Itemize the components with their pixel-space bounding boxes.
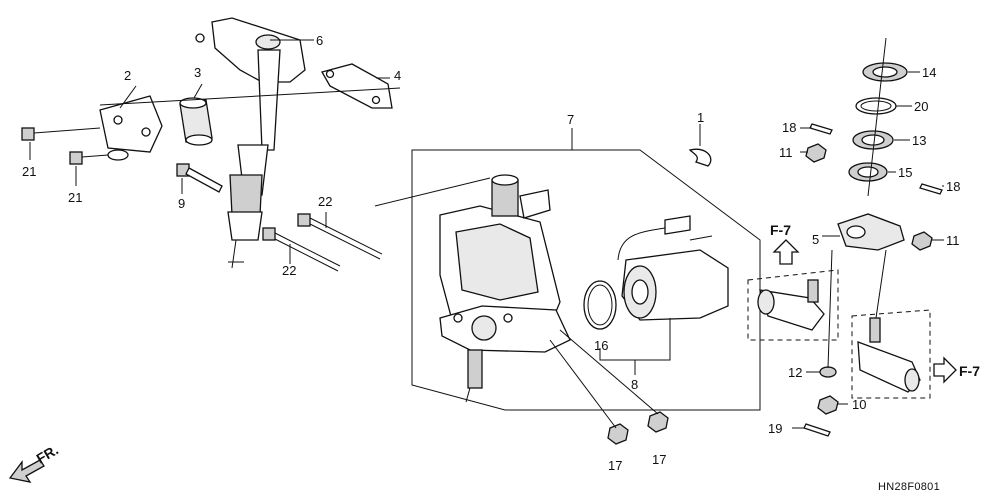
axis-line-17b	[559, 329, 659, 415]
callout-17-left: 17	[608, 458, 622, 473]
ref-label-left: F-7	[770, 222, 791, 238]
long-bolt-part-22-upper	[297, 213, 383, 260]
callout-11-left: 11	[779, 145, 793, 160]
cotter-pin-part-19	[803, 423, 831, 437]
ref-arrow-up	[772, 239, 800, 265]
nut-part-17-left	[607, 423, 629, 445]
axis-line-17a	[549, 339, 617, 429]
washer-part-12	[819, 366, 837, 378]
callout-12: 12	[788, 365, 802, 380]
callout-21-right: 21	[68, 190, 82, 205]
bolt-part-21-upper	[21, 127, 101, 141]
nut-part-10	[817, 395, 839, 415]
assembly-outline-part-7	[411, 149, 761, 411]
bearing-part-14	[862, 62, 908, 82]
shaft-axis-line	[374, 177, 491, 207]
leader-part-8-16	[599, 318, 671, 361]
nut-part-11-left	[805, 143, 827, 163]
callout-1: 1	[697, 110, 704, 125]
clip-part-1	[688, 148, 712, 167]
callout-9: 9	[178, 196, 185, 211]
leader-lines-left	[29, 39, 401, 264]
cotter-pin-part-18-left	[809, 123, 833, 135]
leader-lines-right	[792, 71, 944, 429]
washer	[107, 149, 129, 161]
snap-ring-part-20	[855, 97, 897, 115]
tie-rod-end-right	[851, 309, 931, 399]
callout-22-upper: 22	[318, 194, 332, 209]
axis-line-ball-joint	[827, 249, 833, 369]
callout-21-left: 21	[22, 164, 36, 179]
callout-3: 3	[194, 65, 201, 80]
callout-15: 15	[898, 165, 912, 180]
callout-14: 14	[922, 65, 936, 80]
axis-line-right	[867, 37, 887, 197]
callout-13: 13	[912, 133, 926, 148]
tie-rod-end-left	[747, 269, 839, 341]
pitman-arm-part-5	[837, 213, 905, 251]
bearing-part-15	[848, 162, 888, 182]
callout-4: 4	[394, 68, 401, 83]
callout-19: 19	[768, 421, 782, 436]
cover-plate-part-2	[99, 95, 163, 153]
callout-2: 2	[124, 68, 131, 83]
gearbox-housing	[439, 174, 571, 403]
bolt-part-21-lower	[69, 151, 109, 165]
bolt-part-9	[176, 163, 223, 193]
steering-column-shaft	[195, 17, 306, 269]
long-bolt-part-22-lower	[262, 227, 341, 272]
callout-17-right: 17	[652, 452, 666, 467]
cotter-pin-part-18-right	[919, 183, 943, 195]
callout-22-lower: 22	[282, 263, 296, 278]
callout-18-left: 18	[782, 120, 796, 135]
nut-part-17-right	[647, 411, 669, 433]
callout-10: 10	[852, 397, 866, 412]
callout-20: 20	[914, 99, 928, 114]
o-ring-part-16	[583, 280, 617, 330]
front-direction-arrow	[8, 459, 45, 483]
electric-motor	[617, 215, 729, 321]
callout-11-right: 11	[946, 233, 960, 248]
callout-5: 5	[812, 232, 819, 247]
callout-7: 7	[567, 112, 574, 127]
callout-6: 6	[316, 33, 323, 48]
callout-8: 8	[631, 377, 638, 392]
callout-16: 16	[594, 338, 608, 353]
bracket-part-4	[321, 63, 393, 109]
grommet-part-3	[179, 97, 213, 146]
bearing-part-13	[852, 130, 894, 150]
diagram-code: HN28F0801	[878, 481, 940, 493]
ref-label-right: F-7	[959, 363, 980, 379]
callout-18-right: 18	[946, 179, 960, 194]
ref-arrow-right	[933, 356, 957, 384]
nut-part-11-right	[911, 231, 933, 251]
